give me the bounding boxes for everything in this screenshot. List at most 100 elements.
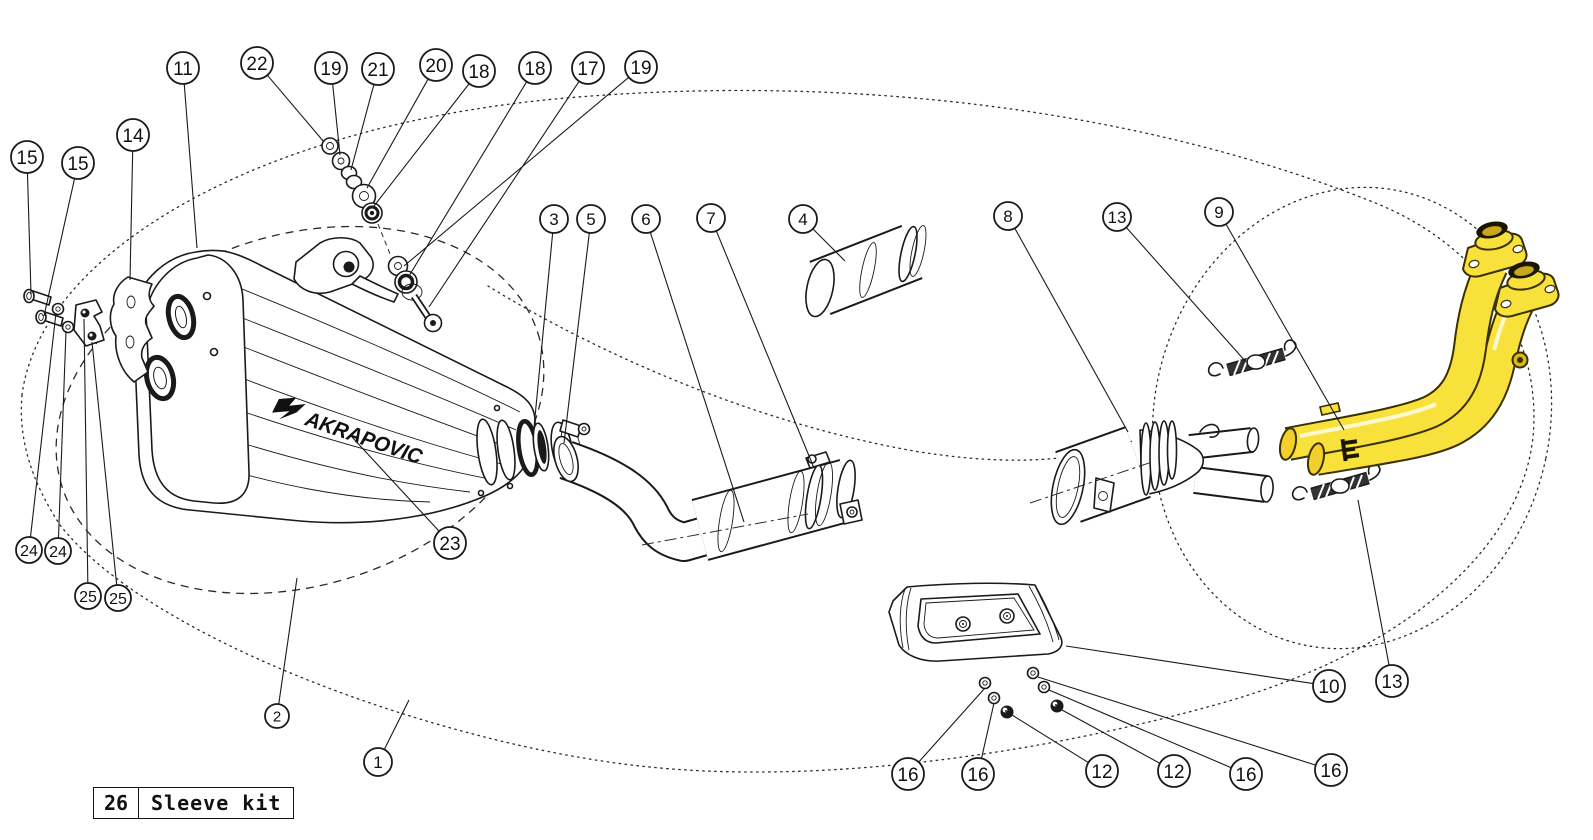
- sleeve: [805, 224, 927, 318]
- shield-grommet: [955, 616, 971, 632]
- catalytic-converter: [641, 451, 863, 561]
- svg-text:9: 9: [1214, 203, 1223, 222]
- tension-spring: [1291, 463, 1381, 501]
- washer: [61, 320, 75, 334]
- collector-bracket-tab: [1093, 477, 1115, 513]
- callout-24: 24: [44, 330, 72, 565]
- callout-14: 14: [116, 118, 150, 281]
- washer: [978, 676, 992, 690]
- svg-text:12: 12: [1163, 762, 1184, 783]
- pipe-tab: [1319, 402, 1341, 416]
- svg-text:13: 13: [1381, 672, 1402, 693]
- callout-16: 16: [961, 702, 995, 791]
- shield-fasteners: [978, 666, 1064, 719]
- callout-16: 16: [1037, 676, 1348, 787]
- rubber-mount-stack: [321, 137, 391, 255]
- svg-text:24: 24: [20, 543, 38, 560]
- svg-text:21: 21: [367, 60, 388, 81]
- muffler-outlet: [476, 404, 550, 497]
- callout-13: 13: [1357, 499, 1409, 698]
- callout-23: 23: [351, 436, 467, 560]
- svg-text:5: 5: [586, 210, 595, 229]
- front-bracket-plate: [109, 276, 155, 383]
- callout-21: 21: [350, 52, 395, 171]
- callout-19: 19: [314, 51, 348, 156]
- tension-spring: [1207, 339, 1297, 377]
- nut: [1050, 699, 1064, 713]
- callout-25: 25: [91, 341, 132, 612]
- muffler-hanger-bracket: [293, 236, 399, 303]
- washer: [1037, 680, 1051, 694]
- svg-text:4: 4: [798, 210, 807, 229]
- svg-text:11: 11: [173, 59, 193, 80]
- svg-text:18: 18: [524, 59, 545, 80]
- legend-label: Sleeve kit: [151, 791, 282, 815]
- svg-text:23: 23: [439, 534, 460, 555]
- svg-text:19: 19: [630, 58, 651, 79]
- callout-4: 4: [788, 204, 846, 262]
- akrapovic-arrow-icon: [272, 397, 306, 420]
- svg-text:14: 14: [122, 126, 144, 147]
- washer: [51, 302, 65, 316]
- callout-13: 13: [1102, 202, 1247, 363]
- svg-text:15: 15: [16, 148, 37, 169]
- callout-3: 3: [532, 204, 569, 439]
- callout-5: 5: [563, 204, 606, 444]
- bolt: [35, 309, 64, 327]
- svg-text:8: 8: [1003, 207, 1012, 226]
- washer: [987, 691, 1001, 705]
- header-flange: [1461, 221, 1528, 278]
- callout-9: 9: [1204, 197, 1345, 431]
- svg-text:22: 22: [246, 54, 267, 75]
- svg-text:15: 15: [67, 154, 88, 175]
- callout-22: 22: [240, 46, 325, 143]
- svg-text:1: 1: [373, 753, 382, 772]
- muffler: AKRAPOVIC: [132, 236, 550, 524]
- callout-6: 6: [631, 204, 745, 523]
- svg-text:16: 16: [897, 765, 918, 786]
- bracket-bolt-assembly: [387, 255, 443, 333]
- mount-hardware-left: [23, 276, 155, 383]
- callout-16: 16: [891, 687, 986, 791]
- svg-text:6: 6: [641, 210, 650, 229]
- svg-text:2: 2: [273, 708, 281, 725]
- callout-17: 17: [428, 51, 605, 308]
- callout-15: 15: [10, 140, 44, 295]
- callout-19: 19: [403, 50, 658, 267]
- muffler-end-cap: [143, 254, 250, 504]
- callout-20: 20: [366, 48, 453, 189]
- shield-grommet: [999, 608, 1015, 624]
- callout-2: 2: [264, 577, 298, 729]
- svg-text:16: 16: [1320, 761, 1341, 782]
- callout-18: 18: [408, 51, 552, 277]
- mount-bracket-with-nuts: [73, 299, 105, 347]
- svg-text:18: 18: [468, 62, 489, 83]
- svg-text:16: 16: [967, 765, 988, 786]
- heat-shield: [888, 582, 1063, 662]
- y-collector: [1029, 420, 1274, 526]
- callout-18: 18: [373, 54, 496, 207]
- spring-hook: [1199, 423, 1220, 438]
- legend-number: 26: [94, 788, 139, 818]
- callout-25: 25: [74, 318, 102, 610]
- header-pipes: [1278, 221, 1560, 476]
- callout-1: 1: [363, 699, 410, 777]
- svg-text:25: 25: [79, 589, 97, 606]
- svg-text:20: 20: [425, 56, 446, 77]
- header-flange: [1493, 261, 1560, 318]
- callout-12: 12: [1011, 714, 1119, 788]
- callout-8: 8: [993, 201, 1129, 433]
- callout-24: 24: [15, 312, 57, 564]
- legend-box: 26 Sleeve kit: [93, 787, 295, 819]
- muffler-group-outline: [55, 225, 545, 595]
- kit-boundary-outline: [20, 89, 1553, 773]
- callout-7: 7: [696, 203, 815, 469]
- bolt: [23, 288, 52, 306]
- svg-text:16: 16: [1235, 765, 1256, 786]
- link-pipe: [553, 435, 711, 562]
- pipe-slot-mark: [1340, 438, 1360, 462]
- svg-text:12: 12: [1091, 762, 1112, 783]
